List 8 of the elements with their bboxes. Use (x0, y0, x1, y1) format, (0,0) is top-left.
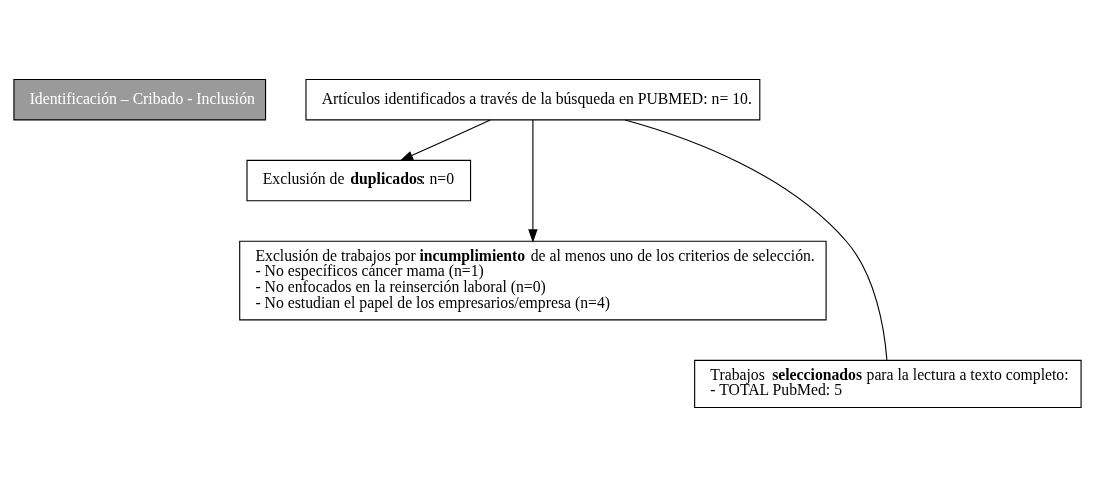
node-box: Trabajos seleccionados para la lectura a texto completo: - TOTAL PubMed: 5 (694, 359, 1082, 408)
node-box: Identificación – Cribado - Inclusión (13, 78, 267, 120)
arrow (528, 118, 538, 243)
node-box: Artículos identificados a través de la búsqueda en PUBMED: n= 10. (305, 78, 761, 120)
connector (624, 118, 888, 360)
arrow (399, 119, 491, 161)
node-box: Exclusión de duplicados: n=0 (246, 159, 472, 201)
node-box: Exclusión de trabajos por incumplimiento de al menos uno de los criterios de selección. - No específicos cáncer mama (n=1) - No enfocados en la reinserción laboral (n=0) - No estudian el papel de los empresarios/empresa (n=4) (239, 240, 827, 320)
